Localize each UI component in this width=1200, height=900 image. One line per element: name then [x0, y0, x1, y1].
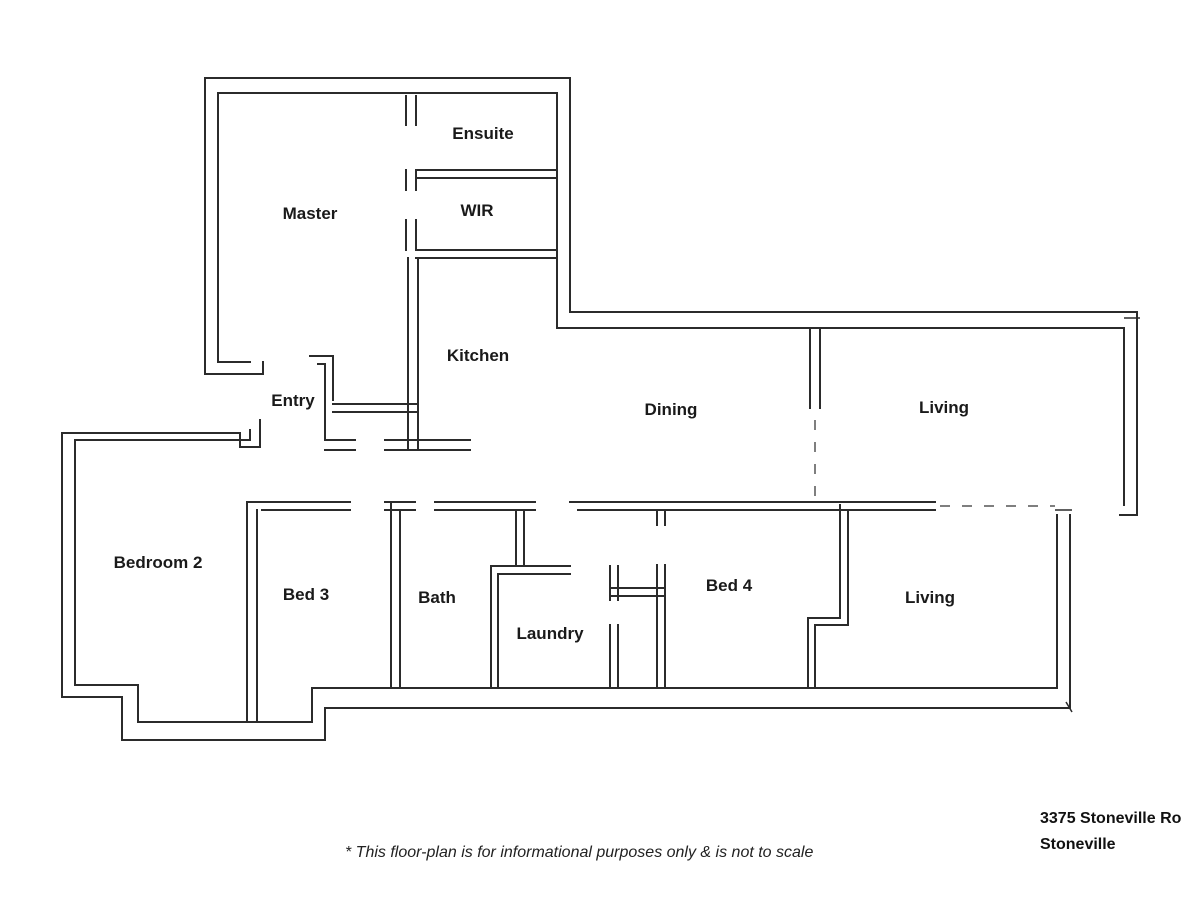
west-wing-walls — [61, 419, 1071, 741]
room-label-bedroom-2: Bedroom 2 — [113, 553, 203, 572]
room-label-wir: WIR — [460, 201, 494, 220]
room-label-bath: Bath — [418, 588, 456, 607]
disclaimer-note: * This floor-plan is for informational p… — [345, 844, 814, 861]
master-wing-walls — [204, 77, 1138, 516]
bedroom-partitions — [246, 501, 849, 723]
master-partitions — [405, 95, 558, 451]
room-label-ensuite: Ensuite — [452, 124, 514, 143]
room-label-living-upper: Living — [918, 398, 970, 417]
address-line-2: Stoneville — [1040, 836, 1116, 853]
room-label-living-lower: Living — [904, 588, 956, 607]
room-label-master: Master — [282, 204, 338, 223]
room-label-dining: Dining — [644, 400, 698, 419]
room-label-entry: Entry — [271, 391, 315, 410]
room-label-kitchen: Kitchen — [446, 346, 510, 365]
address-line-1: 3375 Stoneville Ro — [1040, 810, 1182, 827]
corridor-walls — [246, 329, 1055, 511]
entry-walls — [262, 355, 471, 451]
room-label-laundry: Laundry — [516, 624, 584, 643]
room-label-bed-3: Bed 3 — [282, 585, 330, 604]
wall-end-caps — [1055, 317, 1140, 713]
room-label-bed-4: Bed 4 — [705, 576, 753, 595]
